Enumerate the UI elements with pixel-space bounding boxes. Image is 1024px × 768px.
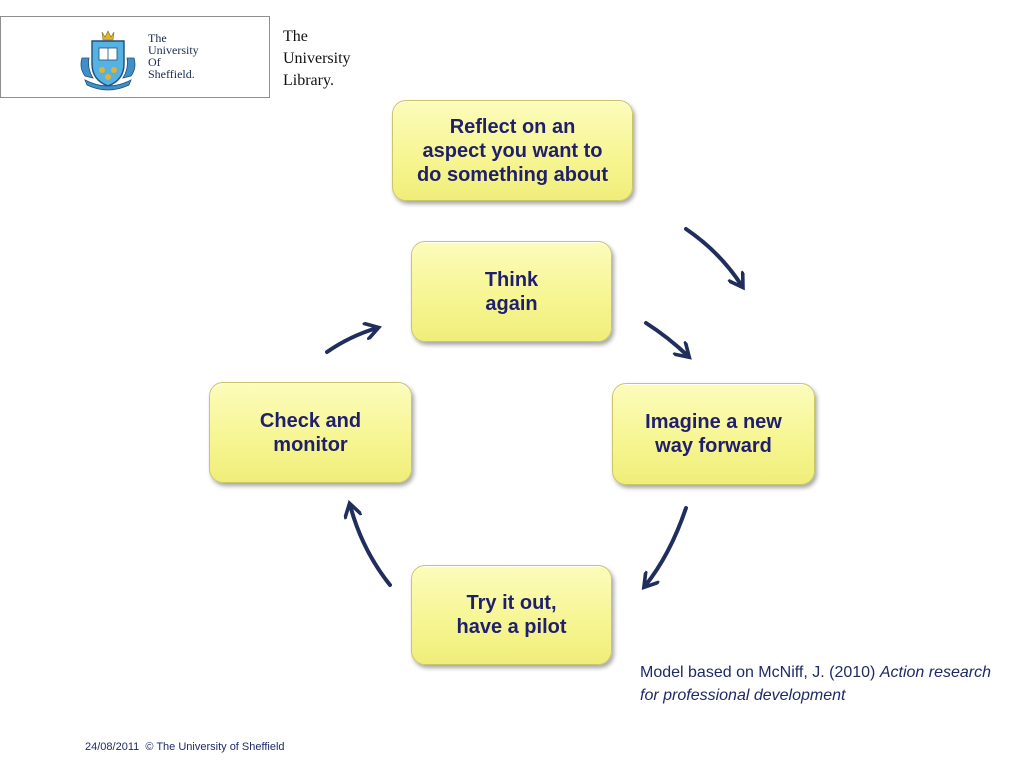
arrow-reflect-to-imagine [684,227,742,286]
university-name-line: Sheffield. [148,67,195,81]
university-name-line: University [148,43,199,57]
node-imagine-new-way: Imagine a new way forward [612,383,815,485]
footer-copyright: © The University of Sheffield [145,741,285,753]
citation-prefix: Model based on McNiff, J. (2010) [640,664,880,681]
node-reflect: Reflect on an aspect you want to do some… [392,100,633,201]
university-name-line: Of [148,55,161,69]
node-think-again-label: Think again [484,268,539,315]
node-try-it-out-label: Try it out, have a pilot [456,592,567,638]
library-label-line: University [283,50,351,67]
node-try-it-out: Try it out, have a pilot [411,565,612,665]
node-reflect-label: Reflect on an aspect you want to do some… [416,115,609,186]
citation-title: Action research for professional develop… [640,664,991,704]
arrow-think-to-imagine [644,321,688,356]
footer: 24/08/2011 © The University of Sheffield [85,741,285,753]
university-logo: The University Of Sheffield. [0,16,270,98]
arrow-try-to-check [350,505,392,587]
citation: Model based on McNiff, J. (2010) Action … [640,661,1010,707]
library-label: The University Library. [283,26,351,92]
library-label-line: The [283,28,308,45]
footer-date: 24/08/2011 [85,741,140,753]
node-check-and-monitor-label: Check and monitor [259,409,362,456]
university-name: The University Of Sheffield. [148,32,199,80]
arrow-imagine-to-try [645,506,688,586]
node-think-again: Think again [411,241,612,342]
university-name-line: The [148,31,167,45]
node-imagine-new-way-label: Imagine a new way forward [645,411,782,457]
arrow-check-to-think [325,328,377,354]
node-check-and-monitor: Check and monitor [209,382,412,483]
university-crest-icon [80,30,136,91]
library-label-line: Library. [283,72,334,89]
